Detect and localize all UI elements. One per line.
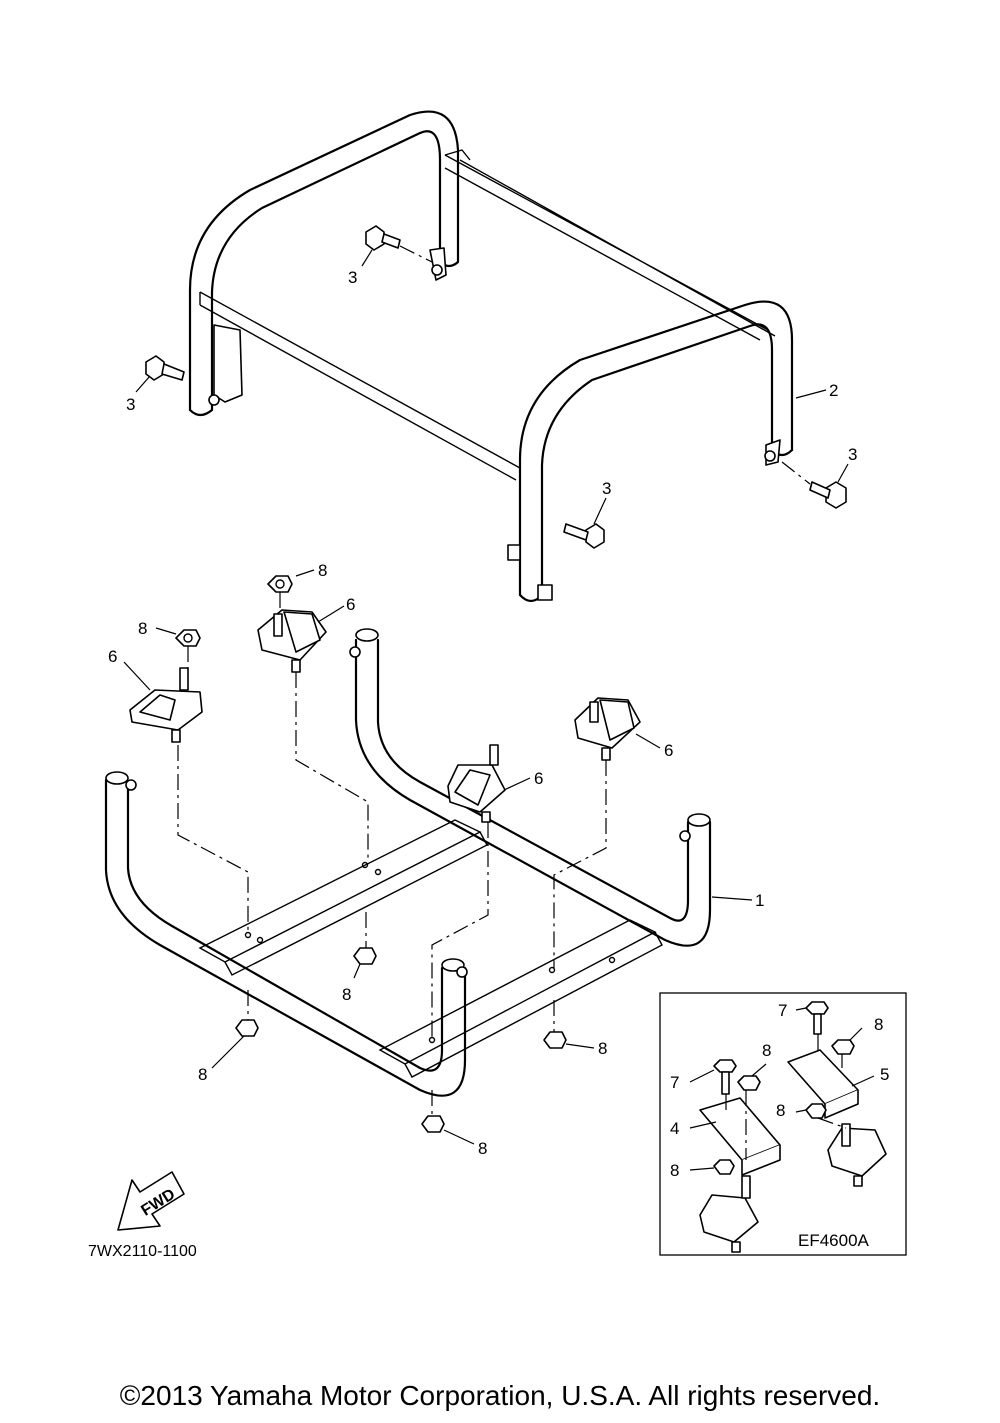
callout-6-left: 6 — [108, 647, 117, 666]
inset-model-label: EF4600A — [798, 1231, 870, 1250]
inset-callout-5: 5 — [880, 1065, 889, 1084]
mount-6-d — [574, 697, 661, 761]
callout-3-left: 3 — [126, 395, 135, 414]
upper-frame — [188, 110, 794, 603]
callout-3-center: 3 — [602, 479, 611, 498]
callout-8-mid: 8 — [342, 985, 351, 1004]
inset-box — [659, 992, 907, 1256]
lower-frame — [104, 628, 712, 1097]
mount-6-b — [257, 605, 345, 673]
callout-3-right: 3 — [848, 445, 857, 464]
callout-2: 2 — [829, 381, 838, 400]
inset-callout-4: 4 — [670, 1119, 679, 1138]
bolt-3-left — [135, 355, 185, 393]
inset-callout-7-top: 7 — [778, 1001, 787, 1020]
callout-8-bottom: 8 — [478, 1139, 487, 1158]
callout-6-top: 6 — [346, 595, 355, 614]
callout-8-left: 8 — [138, 619, 147, 638]
bolt-3-top — [361, 225, 433, 267]
bolt-3-right — [781, 461, 849, 509]
fwd-arrow-icon: FWD — [117, 1171, 185, 1231]
inset-callout-8-top-right: 8 — [874, 1015, 883, 1034]
callout-6-right: 6 — [664, 741, 673, 760]
mount-6-a — [123, 661, 203, 743]
callout-8-top: 8 — [318, 561, 327, 580]
inset-callout-8-mid: 8 — [776, 1101, 785, 1120]
inset-callout-8-top-mid: 8 — [762, 1041, 771, 1060]
callout-3-top: 3 — [348, 268, 357, 287]
callout-8-lower-right: 8 — [598, 1039, 607, 1058]
nut-8-group — [155, 569, 595, 1145]
bolt-3-center — [563, 497, 607, 549]
callout-1: 1 — [755, 891, 764, 910]
inset-callout-7-left: 7 — [670, 1073, 679, 1092]
drawing-code: 7WX2110-1100 — [88, 1243, 197, 1260]
callout-6-center: 6 — [534, 769, 543, 788]
copyright-notice: ©2013 Yamaha Motor Corporation, U.S.A. A… — [119, 1380, 881, 1411]
callout-8-lower-left: 8 — [198, 1065, 207, 1084]
assembly-lines — [177, 592, 607, 1116]
mount-6-c — [447, 744, 531, 823]
inset-callout-8-bottom: 8 — [670, 1161, 679, 1180]
